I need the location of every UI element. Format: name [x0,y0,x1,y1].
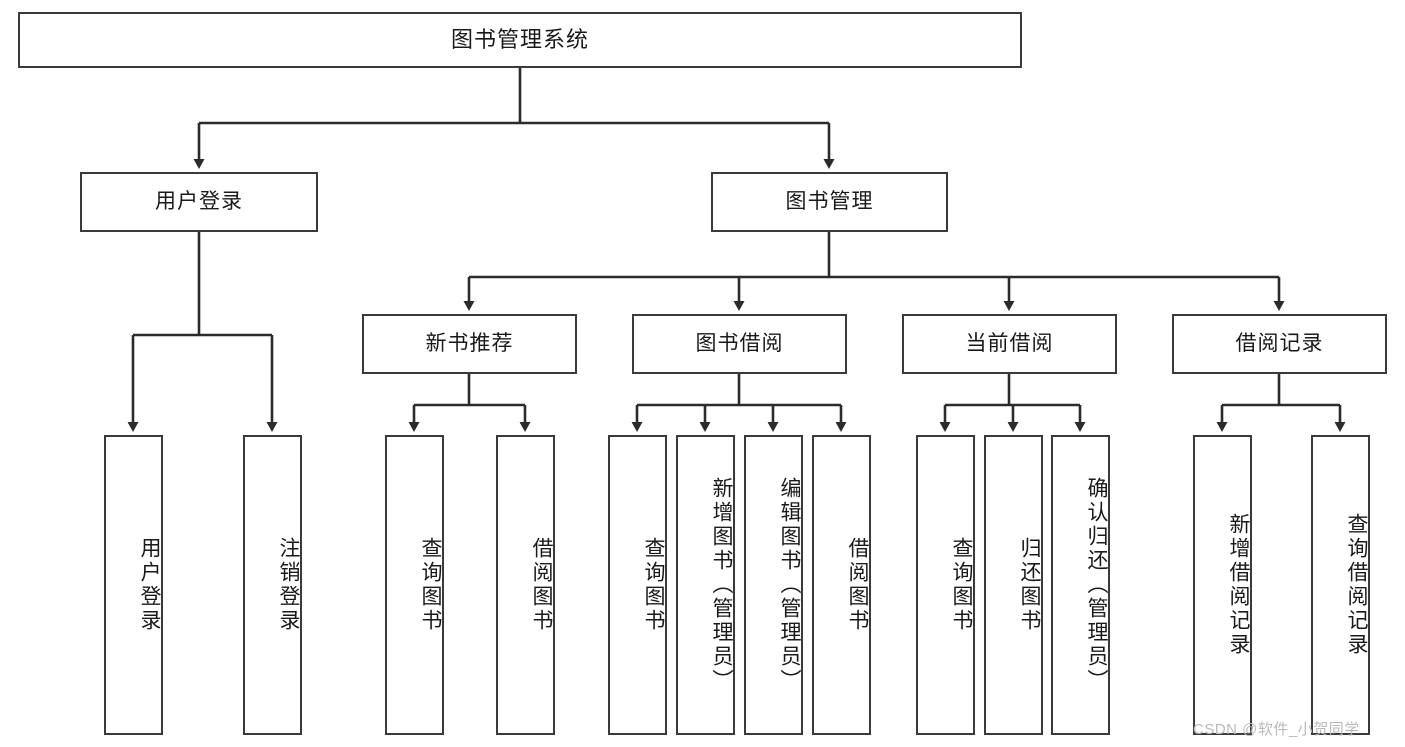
node-book-management[interactable]: 图书管理 [711,172,948,232]
csdn-watermark: CSDN @软件_小贺同学 [1193,721,1360,738]
leaf-current-borrow-return[interactable]: 归还图书 [984,435,1043,735]
leaf-book-borrow-add-admin[interactable]: 新增图书（管理员） [676,435,735,735]
leaf-current-borrow-confirm-admin[interactable]: 确认归还（管理员） [1051,435,1110,735]
node-root-system[interactable]: 图书管理系统 [18,12,1022,68]
node-borrow-records[interactable]: 借阅记录 [1172,314,1387,374]
node-user-login[interactable]: 用户登录 [80,172,318,232]
leaf-user-login-logout[interactable]: 注销登录 [243,435,302,735]
leaf-new-books-query[interactable]: 查询图书 [385,435,444,735]
leaf-book-borrow-borrow[interactable]: 借阅图书 [812,435,871,735]
leaf-new-books-borrow[interactable]: 借阅图书 [496,435,555,735]
node-current-borrow[interactable]: 当前借阅 [902,314,1117,374]
leaf-borrow-records-query[interactable]: 查询借阅记录 [1311,435,1370,735]
leaf-current-borrow-query[interactable]: 查询图书 [916,435,975,735]
leaf-book-borrow-edit-admin[interactable]: 编辑图书（管理员） [744,435,803,735]
leaf-book-borrow-query[interactable]: 查询图书 [608,435,667,735]
node-new-book-recommend[interactable]: 新书推荐 [362,314,577,374]
leaf-user-login-login[interactable]: 用户登录 [104,435,163,735]
node-book-borrow[interactable]: 图书借阅 [632,314,847,374]
leaf-borrow-records-add[interactable]: 新增借阅记录 [1193,435,1252,735]
